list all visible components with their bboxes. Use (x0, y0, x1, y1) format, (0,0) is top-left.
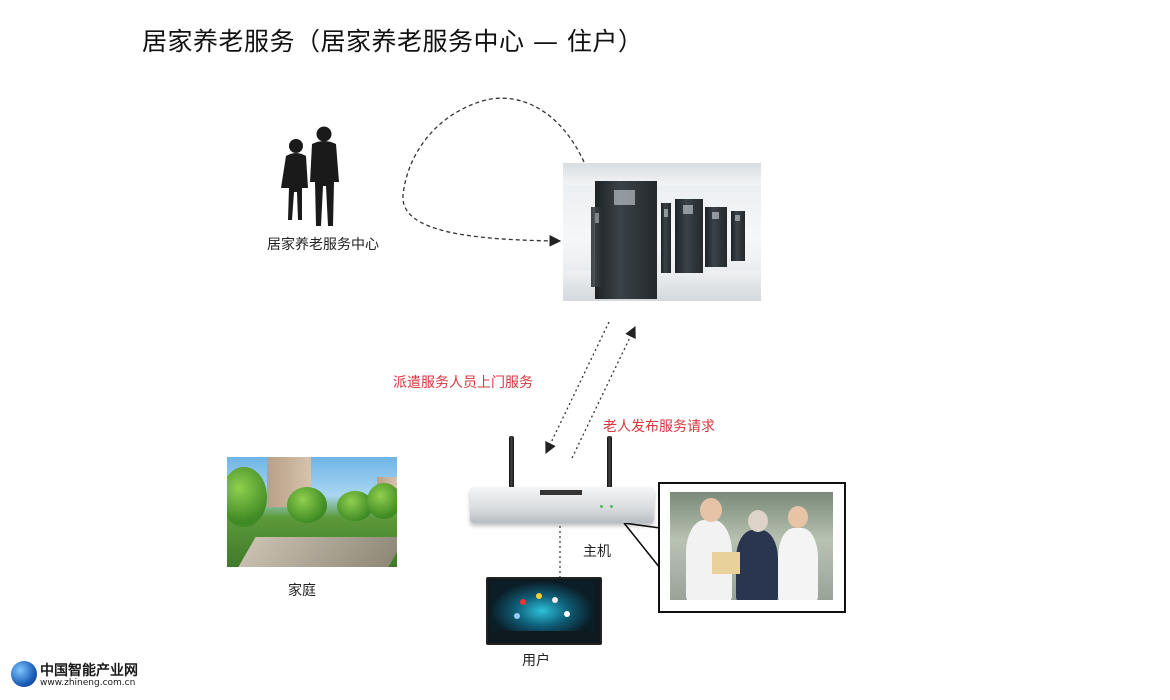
globe-logo-icon (11, 661, 37, 687)
dispatch-label: 派遣服务人员上门服务 (393, 375, 533, 391)
service-center-label: 居家养老服务中心 (267, 237, 379, 253)
center-to-server-arrow (402, 97, 585, 247)
host-label: 主机 (583, 544, 611, 560)
router-antenna-right (607, 436, 612, 492)
logo-name: 中国智能产业网 (40, 663, 138, 679)
server-room-image (563, 163, 761, 301)
router-led-icon (610, 505, 613, 508)
home-label: 家庭 (288, 583, 316, 599)
request-label: 老人发布服务请求 (603, 419, 715, 435)
elderly-care-photo (670, 492, 833, 600)
router-antenna-left (509, 436, 514, 492)
photo-callout (623, 522, 661, 569)
page-title: 居家养老服务（居家养老服务中心 — 住户） (142, 27, 644, 56)
router-led-icon (600, 505, 603, 508)
elderly-couple-silhouette-icon (281, 126, 339, 226)
user-label: 用户 (522, 653, 550, 669)
request-arrow (571, 325, 636, 459)
dispatch-arrow (545, 321, 610, 455)
home-garden-image (227, 457, 397, 567)
router-top-strip (540, 490, 582, 495)
tablet-screen (490, 581, 594, 631)
logo-url: www.zhineng.com.cn (40, 678, 136, 688)
